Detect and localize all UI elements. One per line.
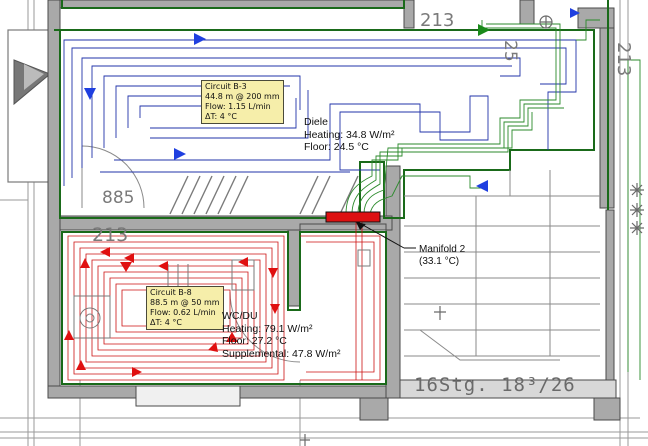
room-info-diele: Diele Heating: 34.8 W/m² Floor: 24.5 °C: [304, 116, 394, 154]
circuit-b3-name: Circuit B-3: [205, 82, 247, 91]
circuit-b8-flow: Flow: 0.62 L/min: [150, 308, 216, 317]
circuit-b8-name: Circuit B-8: [150, 288, 192, 297]
room-wcdu-name: WC/DU: [222, 310, 258, 322]
manifold-bar: [325, 211, 381, 223]
room-diele-heating: Heating: 34.8 W/m²: [304, 128, 395, 141]
circuit-callout-b8: Circuit B-8 88.5 m @ 50 mm Flow: 0.62 L/…: [146, 286, 224, 330]
manifold-temp: (33.1 °C): [419, 256, 460, 267]
room-wcdu-floor: Floor: 27.2 °C: [222, 335, 287, 347]
bathroom-fixtures: [73, 249, 371, 339]
stair-annotation: 16Stg. 18³/26: [414, 374, 576, 396]
exterior-door-symbol: [7, 29, 55, 183]
circuit-b8-pipe: [67, 214, 381, 381]
circuit-b3-length: 44.8 m @ 200 mm: [205, 92, 280, 101]
walls: [47, 0, 621, 421]
manifold-label: Manifold 2 (33.1 °C): [419, 244, 465, 268]
circuit-b3-delta: ΔT: 4 °C: [205, 112, 237, 121]
dimension-right-rotated: 25: [500, 40, 520, 62]
circuit-b3-flow: Flow: 1.15 L/min: [205, 102, 271, 111]
circuit-b3-pipe: [63, 39, 577, 186]
flow-arrows-bath: [64, 247, 280, 377]
room-wcdu-supplemental: Supplemental: 47.8 W/m²: [222, 347, 341, 360]
flow-arrow-supply: [478, 24, 490, 36]
manifold-name: Manifold 2: [419, 244, 466, 255]
hatch-marks: [169, 175, 359, 215]
room-wcdu-heating: Heating: 79.1 W/m²: [222, 322, 313, 335]
manifold-leader-arrow: [356, 222, 366, 230]
dimension-bath: 213: [92, 224, 129, 246]
right-symbols: [300, 15, 644, 446]
flow-arrows-hall: [84, 8, 580, 192]
room-info-wcdu: WC/DU Heating: 79.1 W/m² Floor: 27.2 °C …: [222, 310, 340, 360]
room-diele-name: Diele: [304, 116, 328, 128]
dimension-top: 213: [420, 10, 455, 31]
circuit-b8-length: 88.5 m @ 50 mm: [150, 298, 220, 307]
staircase: [404, 170, 600, 361]
dimension-hall: 885: [102, 188, 135, 208]
circuit-b8-delta: ΔT: 4 °C: [150, 318, 182, 327]
dimension-right-edge: 213: [613, 42, 634, 77]
room-diele-floor: Floor: 24.5 °C: [304, 141, 369, 153]
circuit-callout-b3: Circuit B-3 44.8 m @ 200 mm Flow: 1.15 L…: [201, 80, 284, 124]
supply-lines: [345, 19, 641, 380]
